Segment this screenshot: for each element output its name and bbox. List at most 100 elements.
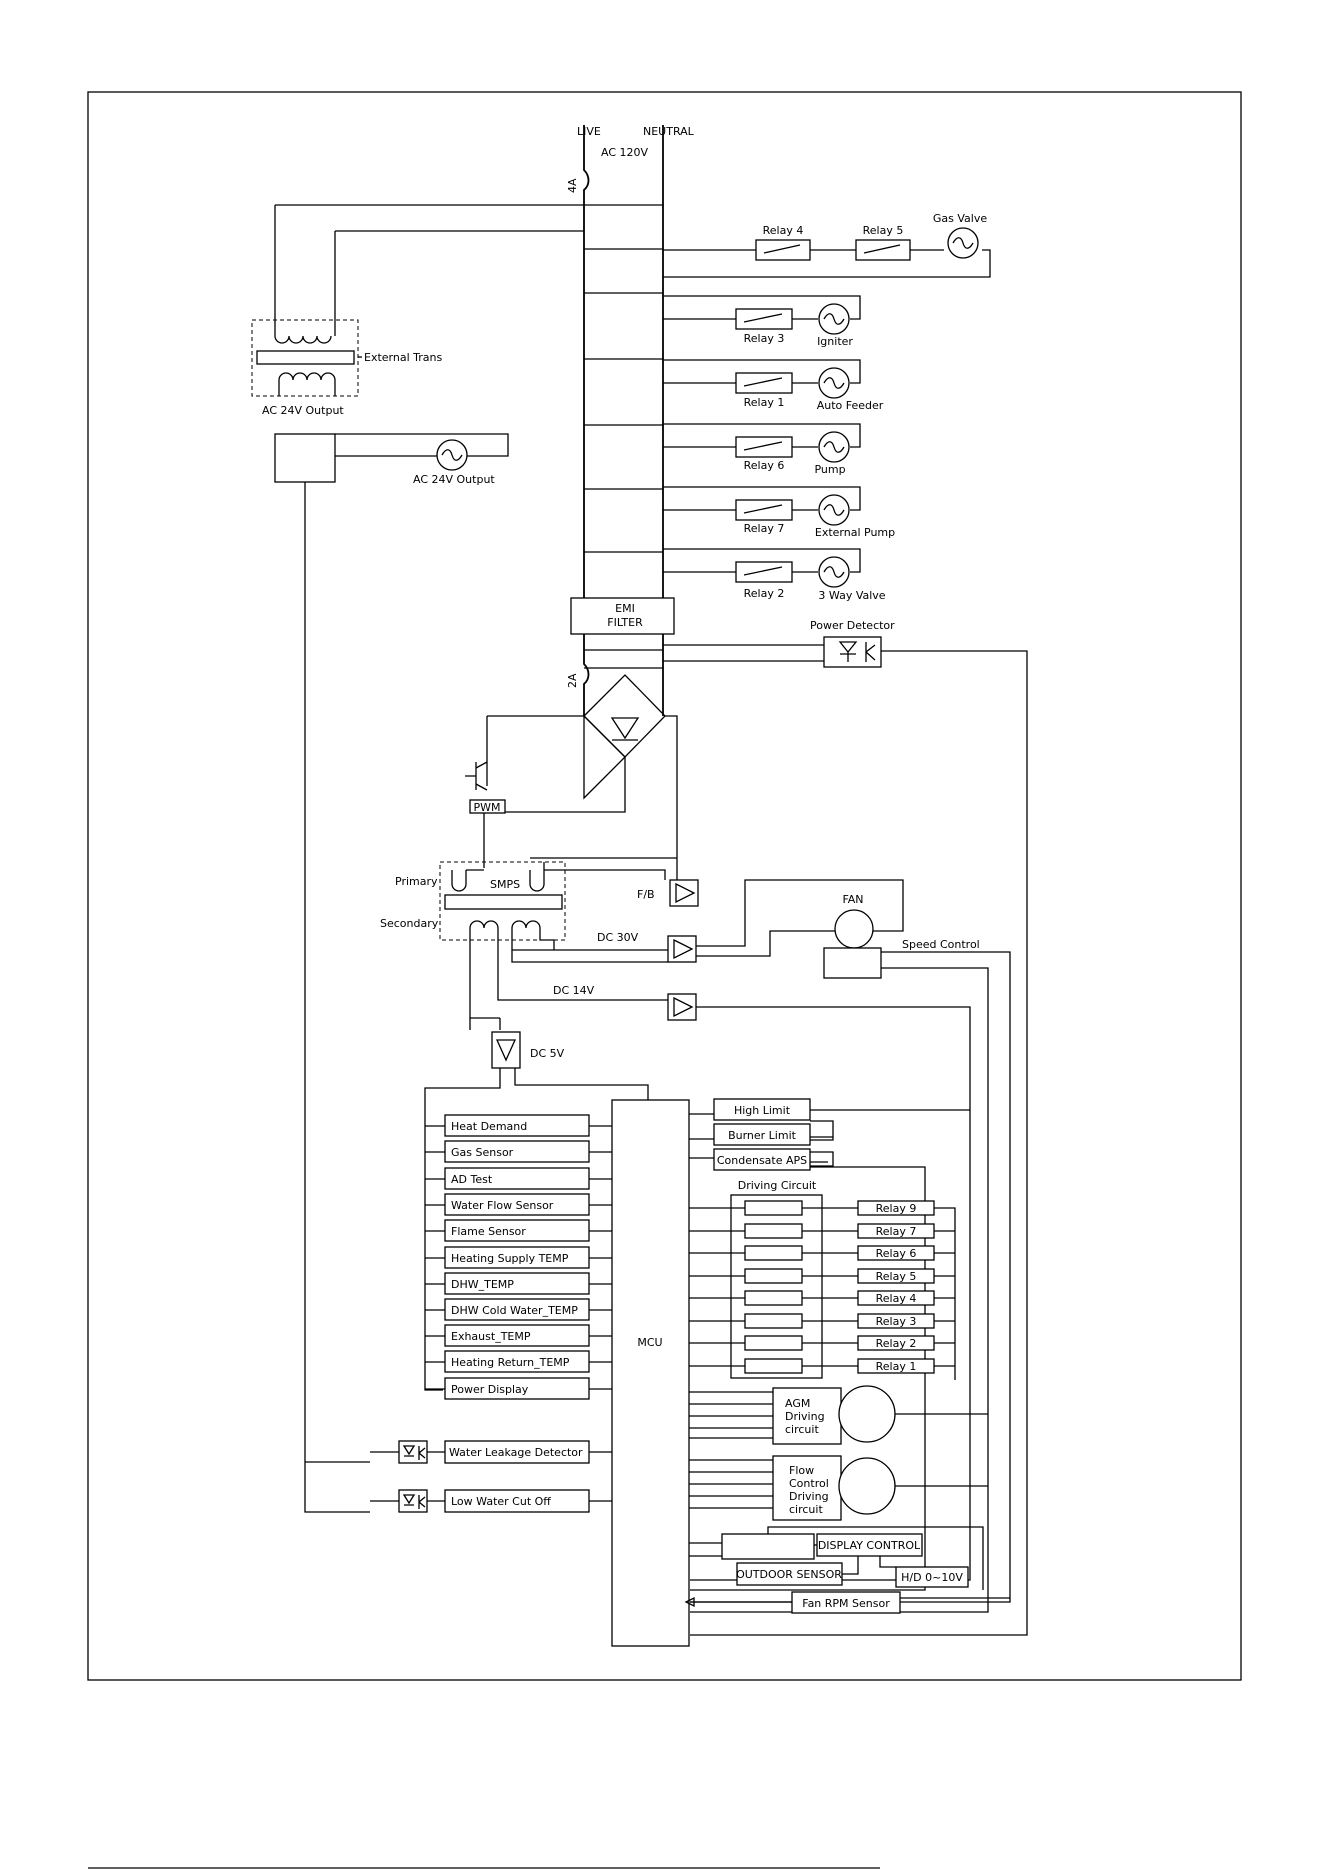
limits: High Limit Burner Limit Condensate APS: [689, 1098, 970, 1591]
emi-label-1: EMI: [615, 602, 635, 615]
input-label: Heating Return_TEMP: [451, 1356, 570, 1369]
high-limit-label: High Limit: [734, 1104, 791, 1117]
load-label: 3 Way Valve: [818, 589, 885, 602]
transformer-output-label: AC 24V Output: [262, 404, 344, 417]
main-fuse-label: 4A: [566, 178, 579, 193]
ac24-load-label: AC 24V Output: [413, 473, 495, 486]
display-control-box: [816, 1533, 923, 1557]
ac24-output-block: [274, 433, 336, 483]
load-branch: Relay 2 3 Way Valve: [663, 548, 886, 602]
relay5-contact: [863, 244, 901, 254]
relay-label: Relay 1: [876, 1360, 917, 1373]
smps-enclosure: [439, 861, 566, 941]
input-box: Heating Supply TEMP: [444, 1246, 590, 1269]
fan-label: FAN: [842, 893, 863, 906]
secondary-label: Secondary: [380, 917, 439, 930]
diode-icon: [610, 717, 640, 741]
low-water-cutoff-box: [444, 1489, 590, 1513]
transformer-core: [256, 350, 355, 365]
burner-limit-box: [713, 1123, 811, 1146]
live-line-lower: [583, 634, 590, 716]
gas-valve-branch: Relay 4 Relay 5 Gas Valve: [663, 212, 991, 278]
pwm-label: PWM: [473, 801, 500, 814]
relay-label: Relay 2: [876, 1337, 917, 1350]
fb-buffer: [669, 879, 699, 907]
bridge-rectifier: [583, 674, 666, 758]
input-box: Water Flow Sensor: [444, 1193, 590, 1216]
external-transformer: External Trans AC 24V Output: [251, 204, 584, 1513]
input-label: Power Display: [451, 1383, 529, 1396]
fan-rpm-label: Fan RPM Sensor: [802, 1597, 890, 1610]
ac-voltage-label: AC 120V: [601, 146, 649, 159]
relay-label: Relay 3: [876, 1315, 917, 1328]
dc5-buffer: [491, 1031, 521, 1069]
load-label: Igniter: [817, 335, 853, 348]
agm-section: AGM Driving circuit: [689, 1385, 988, 1445]
mcu-block: [611, 1099, 690, 1647]
transformer-primary-wires: [274, 204, 584, 336]
relay-box: Relay 2: [857, 1335, 935, 1351]
load-branch: Relay 1 Auto Feeder: [663, 359, 884, 412]
relay-label: Relay 9: [876, 1202, 917, 1215]
display-control-label: DISPLAY CONTROL: [818, 1539, 921, 1552]
flow-control-label-3: Driving: [789, 1490, 829, 1503]
load-relay-label: Relay 6: [744, 459, 785, 472]
gas-valve-label: Gas Valve: [933, 212, 987, 225]
load-relay-label: Relay 7: [744, 522, 785, 535]
hd-box: [895, 1566, 969, 1588]
gas-valve-wire: [663, 249, 991, 278]
input-box: Flame Sensor: [444, 1219, 590, 1242]
fb-label: F/B: [637, 888, 655, 901]
input-label: Gas Sensor: [451, 1146, 514, 1159]
load-label: Pump: [814, 463, 845, 476]
live-line: [583, 125, 590, 598]
leakage-optocoupler: [398, 1440, 428, 1464]
flow-control-section: Flow Control Driving circuit: [689, 1455, 988, 1521]
bottom-peripherals: DISPLAY CONTROL OUTDOOR SENSOR H/D 0~10V…: [684, 1526, 1010, 1614]
agm-label-1: AGM: [785, 1397, 810, 1410]
agm-label-2: Driving: [785, 1410, 825, 1423]
smps: SMPS Primary Secondary F/B DC 30V DC 14V…: [380, 857, 699, 1391]
relay-box: Relay 4: [857, 1290, 935, 1306]
burner-limit-label: Burner Limit: [728, 1129, 797, 1142]
load-branch: Relay 7 External Pump: [663, 486, 895, 539]
display-interface-block: [721, 1533, 815, 1560]
smps-core: [444, 894, 563, 910]
driver-cell: [744, 1223, 803, 1239]
transformer-enclosure: [251, 319, 359, 397]
input-box: AD Test: [444, 1167, 590, 1190]
pwm-block: [469, 799, 506, 814]
driver-cell: [744, 1290, 803, 1306]
relay-box: Relay 3: [857, 1313, 935, 1329]
relay4-switch: [755, 239, 811, 261]
power-detector-optocoupler: [823, 636, 882, 668]
relay-label: Relay 4: [876, 1292, 917, 1305]
relay-box: Relay 5: [857, 1268, 935, 1284]
optocoupler-icon: [402, 1445, 426, 1460]
water-leakage-box: [444, 1440, 590, 1464]
live-label: LIVE: [577, 125, 601, 138]
emi-filter: [570, 597, 675, 635]
relay-box: Relay 9: [857, 1200, 935, 1216]
input-label: AD Test: [451, 1173, 493, 1186]
driving-circuit: Driving Circuit Relay 9 Relay 7 Relay 6 …: [689, 1179, 956, 1380]
neutral-label: NEUTRAL: [643, 125, 695, 138]
relay-label: Relay 5: [876, 1270, 917, 1283]
dc5-label: DC 5V: [530, 1047, 565, 1060]
input-label: Heat Demand: [451, 1120, 527, 1133]
input-box: DHW_TEMP: [444, 1272, 590, 1295]
dc30-buffer: [667, 935, 697, 963]
water-leakage-label: Water Leakage Detector: [449, 1446, 583, 1459]
sub-fuse-label: 2A: [566, 673, 579, 688]
isolated-inputs: Water Leakage Detector Low Water Cut Off: [370, 1440, 612, 1513]
condensate-aps-label: Condensate APS: [717, 1154, 807, 1167]
relay-box: Relay 6: [857, 1245, 935, 1261]
driving-circuit-title: Driving Circuit: [738, 1179, 817, 1192]
switch-transistor: [465, 715, 584, 791]
load-label: External Pump: [815, 526, 895, 539]
mcu-label: MCU: [637, 1336, 662, 1349]
relay-box: Relay 7: [857, 1223, 935, 1239]
high-limit-box: [713, 1098, 811, 1121]
dc30-label: DC 30V: [597, 931, 639, 944]
